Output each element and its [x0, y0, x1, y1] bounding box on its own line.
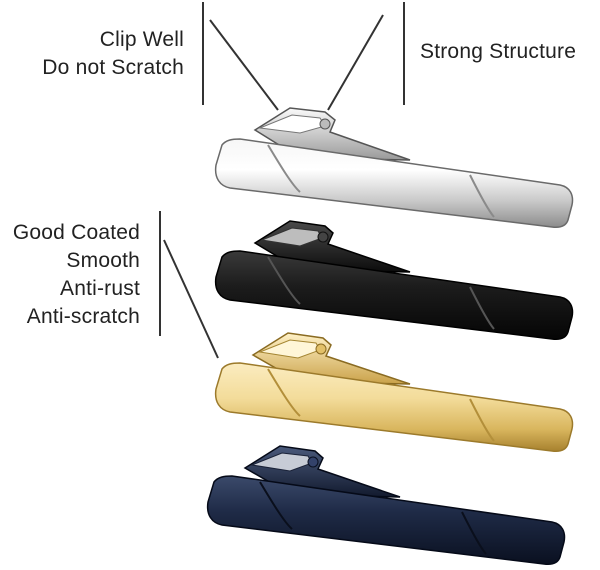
strong-structure-annotation: Strong Structure: [420, 40, 577, 63]
coating-annotation-line-3: Anti-rust: [60, 277, 140, 300]
strong-pointer-line: [327, 14, 384, 111]
black-tie-clip: [214, 220, 574, 340]
navy-tie-clip: [206, 445, 566, 565]
callout-lines: [159, 2, 405, 359]
clip-annotation-line-2: Do not Scratch: [42, 56, 184, 79]
coating-annotation-line-4: Anti-scratch: [26, 305, 140, 328]
clip-pointer-line: [209, 19, 279, 111]
coated-pointer-line: [163, 239, 219, 359]
coating-annotation-line-1: Good Coated: [12, 221, 140, 244]
coating-annotation: Good Coated Smooth Anti-rust Anti-scratc…: [0, 219, 140, 331]
coating-annotation-line-2: Smooth: [66, 249, 140, 272]
clip-annotation-line-1: Clip Well: [99, 28, 184, 51]
gold-tie-clip: [214, 332, 574, 452]
clip-annotation: Clip Well Do not Scratch: [10, 26, 184, 82]
silver-tie-clip: [214, 107, 574, 228]
